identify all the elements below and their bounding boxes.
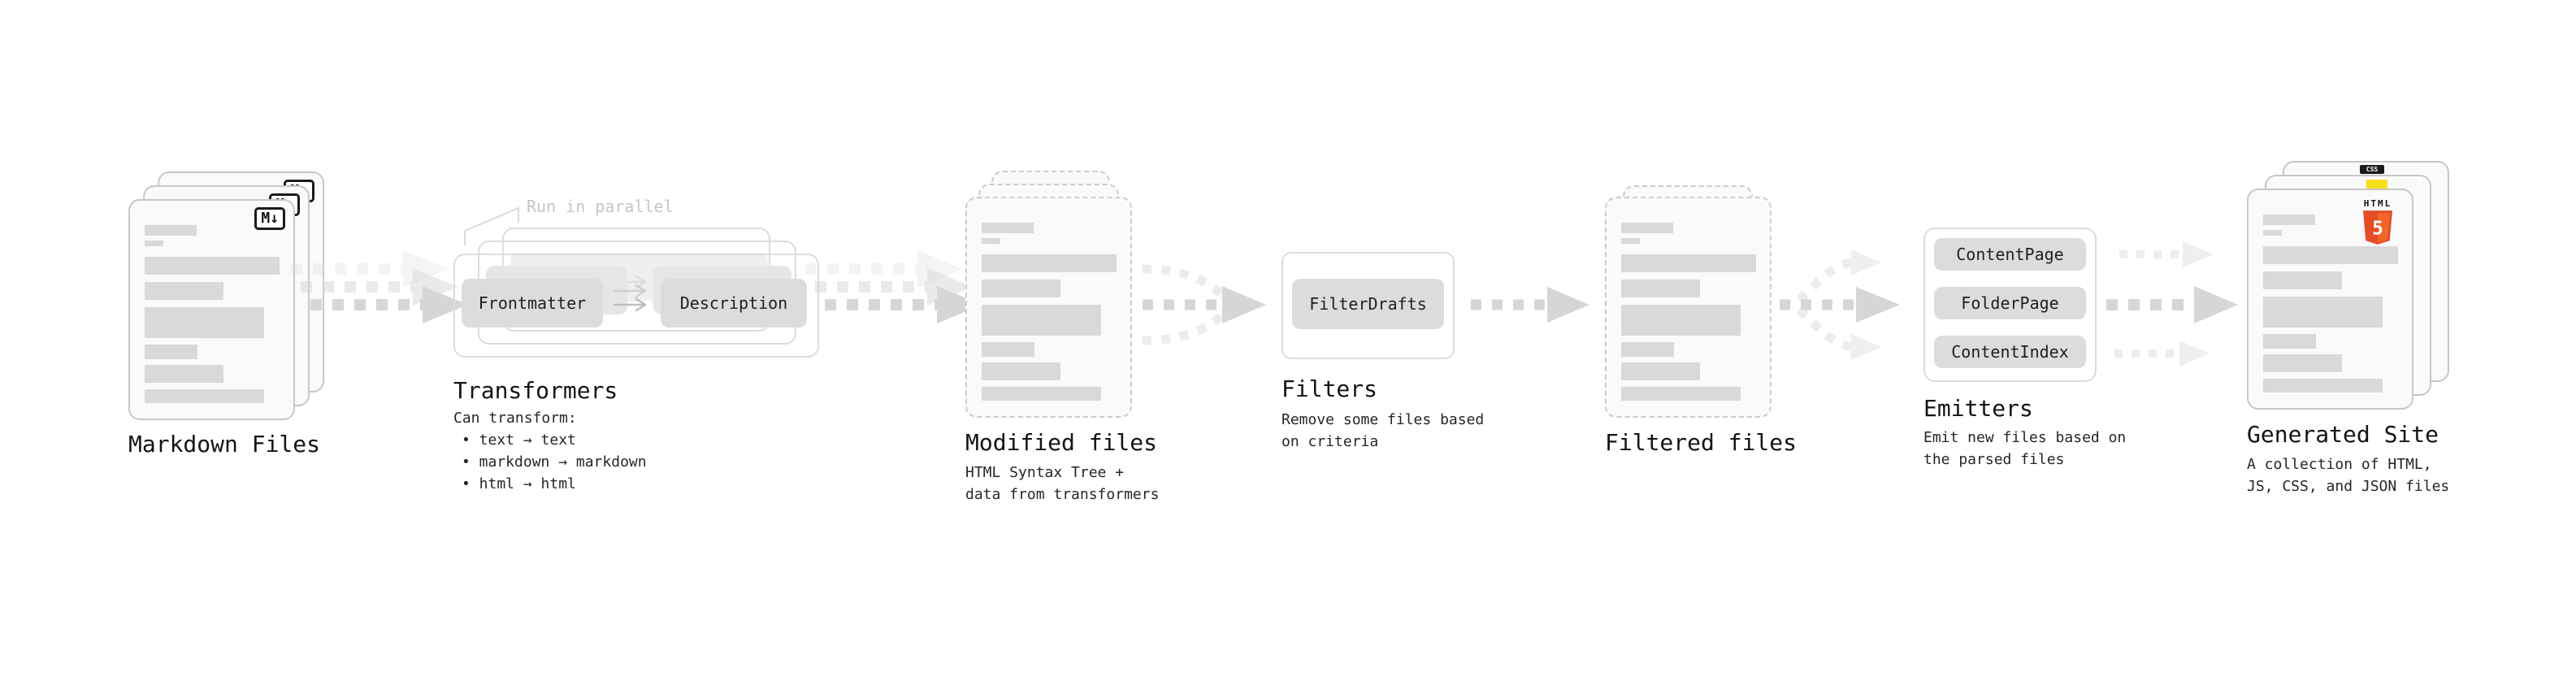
stage-label-emitters: Emitters — [1923, 395, 2033, 422]
doc-content-bars — [2263, 215, 2398, 393]
doc-content-bars — [1621, 223, 1756, 401]
transformer-box-description: Description — [661, 279, 807, 327]
stage-sublabel-modified-files: HTML Syntax Tree + data from transformer… — [965, 464, 1160, 503]
stage-label-filters: Filters — [1281, 375, 1378, 402]
markdown-icon: M↓ — [254, 207, 285, 230]
stage-label-transformers: Transformers — [453, 377, 618, 404]
annotation-leader-line — [464, 206, 519, 245]
note-title: Can transform: — [453, 410, 577, 427]
arrow-markdown-to-transformers-icon — [291, 250, 468, 323]
html5-shield-icon: 5 — [2362, 210, 2393, 245]
transformer-box-frontmatter: Frontmatter — [462, 279, 603, 327]
js-icon — [2366, 180, 2387, 190]
stage-sublabel-filters: Remove some files based on criteria — [1281, 411, 1485, 450]
transformers-note: Can transform: • text → text • markdown … — [453, 407, 647, 495]
transform-arrow-icon — [613, 297, 647, 312]
emitter-box-folderpage: FolderPage — [1934, 287, 2086, 319]
arrow-filtered-to-emitters-icon — [1780, 249, 1900, 360]
filtered-file-front — [1605, 197, 1772, 418]
modified-file-front — [965, 197, 1132, 418]
transform-arrow-icon — [613, 284, 647, 298]
doc-content-bars — [982, 223, 1117, 401]
markdown-file-front: M↓ — [128, 199, 295, 420]
css-icon-label: CSS — [2360, 165, 2384, 174]
stage-label-markdown-files: Markdown Files — [128, 431, 321, 458]
filter-box-filterdrafts: FilterDrafts — [1292, 279, 1444, 329]
stage-sublabel-emitters: Emit new files based on the parsed files — [1923, 429, 2127, 468]
html5-icon-label: HTML — [2363, 198, 2392, 209]
generated-file-html: HTML 5 — [2247, 189, 2413, 410]
arrow-transformers-to-modified-icon — [805, 250, 982, 323]
emitter-box-contentindex: ContentIndex — [1934, 336, 2086, 368]
arrow-modified-to-filters-icon — [1142, 264, 1266, 345]
stage-sublabel-generated-site: A collection of HTML, JS, CSS, and JSON … — [2247, 456, 2450, 495]
run-in-parallel-annotation: Run in parallel — [527, 197, 674, 216]
transformer-frame-front — [453, 254, 819, 358]
filters-frame — [1281, 252, 1455, 359]
note-item: • text → text — [462, 432, 576, 449]
emitters-frame — [1923, 228, 2097, 382]
emitter-box-contentpage: ContentPage — [1934, 238, 2086, 271]
arrow-filters-to-filtered-icon — [1471, 287, 1589, 323]
stage-label-modified-files: Modified files — [965, 429, 1158, 456]
note-item: • html → html — [462, 475, 576, 492]
note-item: • markdown → markdown — [462, 453, 647, 471]
doc-content-bars — [145, 225, 280, 403]
stage-label-generated-site: Generated Site — [2247, 421, 2439, 448]
svg-text:5: 5 — [2372, 219, 2383, 240]
stage-label-filtered-files: Filtered files — [1605, 429, 1798, 456]
arrow-emitters-to-site-icon — [2106, 241, 2238, 367]
html5-icon: HTML 5 — [2355, 198, 2400, 248]
